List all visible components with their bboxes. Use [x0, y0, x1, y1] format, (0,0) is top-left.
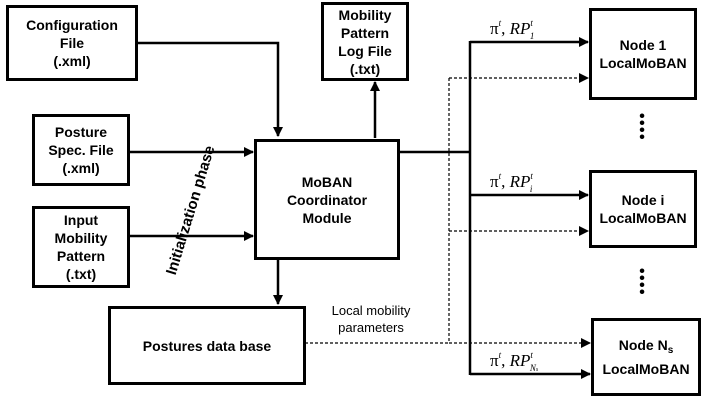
pi-rp-i-label: πt, RPti: [490, 171, 533, 194]
postures-database-box: Postures data base: [108, 306, 306, 385]
coordinator-module-box: MoBAN Coordinator Module: [254, 139, 400, 260]
node-1-box: Node 1 LocalMoBAN: [589, 8, 697, 100]
arrow-config-to-coordinator: [137, 41, 283, 137]
local-mobility-parameters-label: Local mobility parameters: [331, 303, 411, 335]
mobility-pattern-log-file-box: Mobility Pattern Log File (.txt): [321, 2, 409, 81]
node-ns-subtitle: LocalMoBAN: [602, 361, 690, 377]
configuration-file-box: Configuration File (.xml): [6, 5, 138, 81]
node-ns-box: Node Ns LocalMoBAN: [591, 318, 701, 396]
ellipsis-upper: • • • •: [639, 108, 645, 146]
ellipsis-lower: • • • •: [639, 263, 645, 301]
node-ns-title: Node Ns: [618, 337, 674, 356]
pi-rp-n-label: πt, RPtNs: [490, 350, 539, 374]
posture-spec-file-box: Posture Spec. File (.xml): [32, 114, 130, 186]
pi-rp-1-label: πt, RPt1: [490, 18, 535, 41]
node-i-box: Node i LocalMoBAN: [589, 170, 697, 248]
input-mobility-pattern-box: Input Mobility Pattern (.txt): [32, 206, 130, 288]
